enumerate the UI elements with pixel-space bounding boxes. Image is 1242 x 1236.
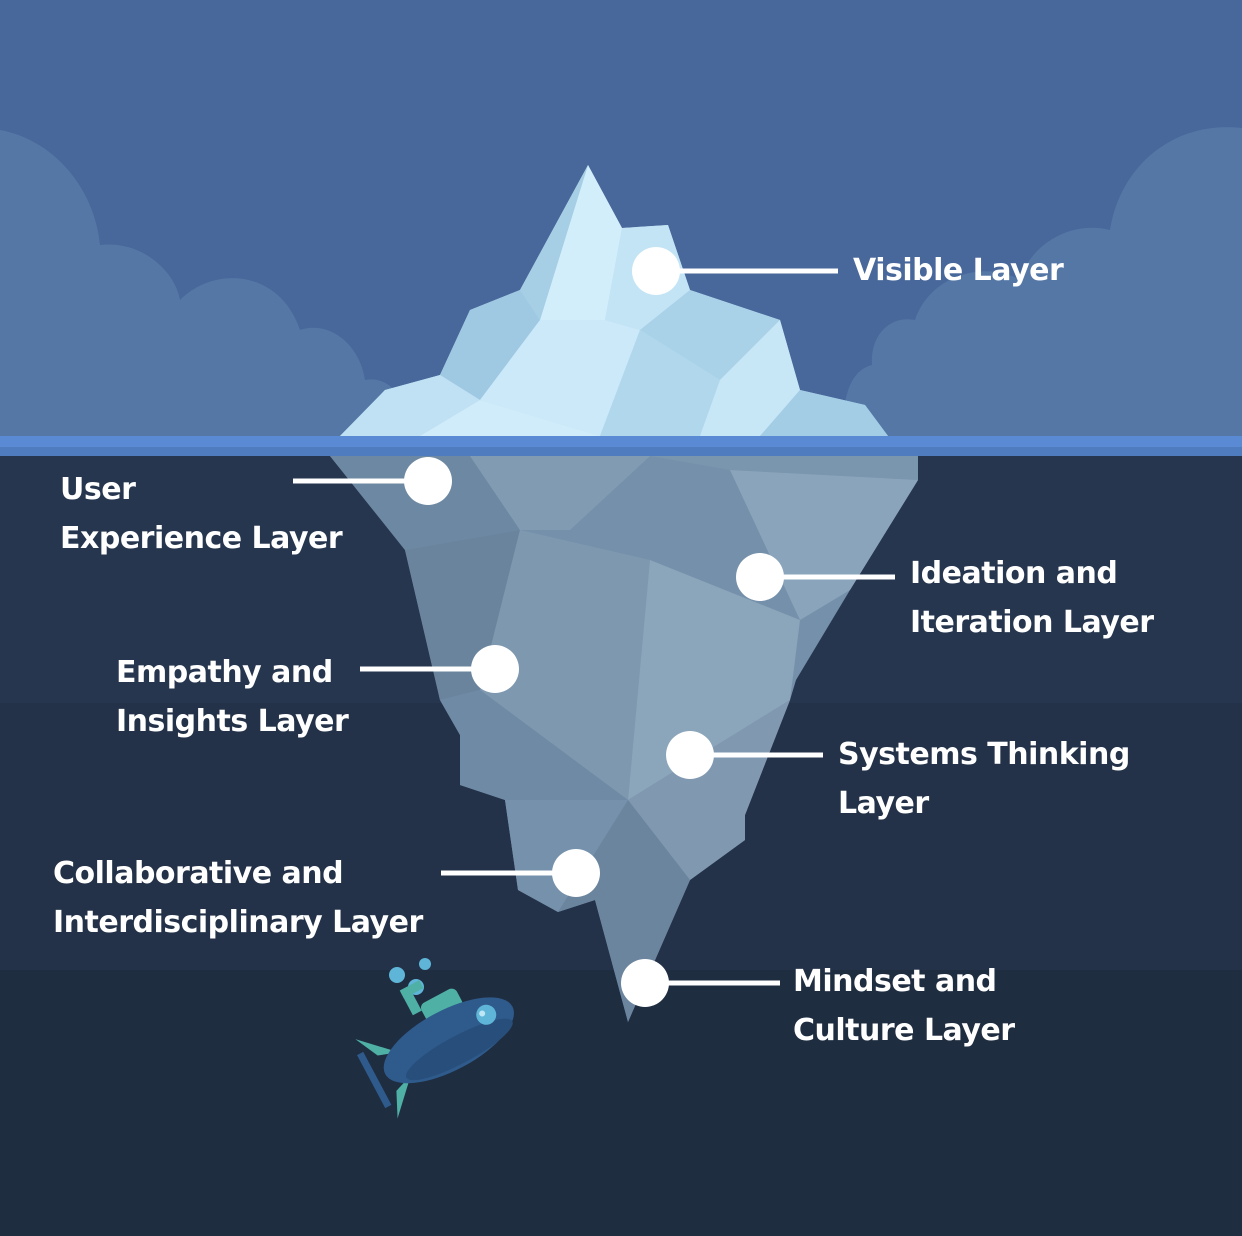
ice-facet [420,400,600,436]
marker-mindset-layer [621,959,669,1007]
label-line: Iteration Layer [910,605,1154,640]
ice-facet [540,165,622,320]
label-empathy-insights-layer: Empathy and Insights Layer [116,648,349,746]
bubble-icon [419,958,431,970]
ice-facet [558,800,690,1022]
marker-user-experience-layer [404,457,452,505]
ice-facet [730,470,918,620]
iceberg-visible [340,165,888,436]
cloud-right [843,127,1242,441]
submarine-propeller [357,1051,392,1109]
submarine-belly [405,1018,513,1081]
marker-visible-layer [632,247,680,295]
ice-facet [700,320,800,436]
label-line: Mindset and [793,964,997,999]
label-user-experience-layer: User Experience Layer [60,465,343,563]
label-systems-thinking-layer: Systems Thinking Layer [838,730,1130,828]
markers [404,247,784,1007]
water-band-3 [0,970,1242,1236]
marker-empathy-layer [471,645,519,693]
ice-facet [640,290,780,380]
submarine-tail-fin [355,1039,399,1056]
submarine-window [476,1004,497,1025]
label-line: Ideation and [910,556,1118,591]
ice-facet [520,165,588,320]
water-line-shade [0,447,1242,456]
ice-facet [650,456,918,480]
bubble-icon [389,967,405,983]
ice-facet [440,690,628,800]
submarine-window-shine [479,1010,486,1017]
submarine-tower [420,988,463,1023]
ice-facet [600,330,720,436]
label-line: Interdisciplinary Layer [53,905,423,940]
label-line: Collaborative and [53,856,344,891]
label-line: Empathy and [116,655,333,690]
label-line: Layer [838,786,929,821]
ice-facet [760,390,888,436]
cloud-left [0,130,412,440]
marker-ideation-layer [736,553,784,601]
marker-systems-layer [666,731,714,779]
ice-facet [480,320,640,436]
ice-facet [628,700,790,880]
ice-facet [470,456,650,530]
label-line: Experience Layer [60,521,343,556]
label-line: User [60,472,136,507]
submarine-tail-fin [396,1075,411,1119]
label-line: Culture Layer [793,1013,1015,1048]
label-visible-layer: Visible Layer [853,246,1064,295]
submarine-periscope-top [399,980,424,999]
label-line: Insights Layer [116,704,349,739]
ice-facet [440,290,540,400]
ice-facet [405,530,520,700]
label-line: Systems Thinking [838,737,1130,772]
label-collaborative-layer: Collaborative and Interdisciplinary Laye… [53,849,423,947]
label-line: Visible Layer [853,253,1064,288]
ice-facet [480,530,650,800]
submarine-icon [355,980,514,1119]
marker-collaborative-layer [552,849,600,897]
ice-facet [340,375,480,436]
ice-facet [628,560,800,800]
label-mindset-culture-layer: Mindset and Culture Layer [793,957,1015,1055]
label-ideation-iteration-layer: Ideation and Iteration Layer [910,549,1154,647]
